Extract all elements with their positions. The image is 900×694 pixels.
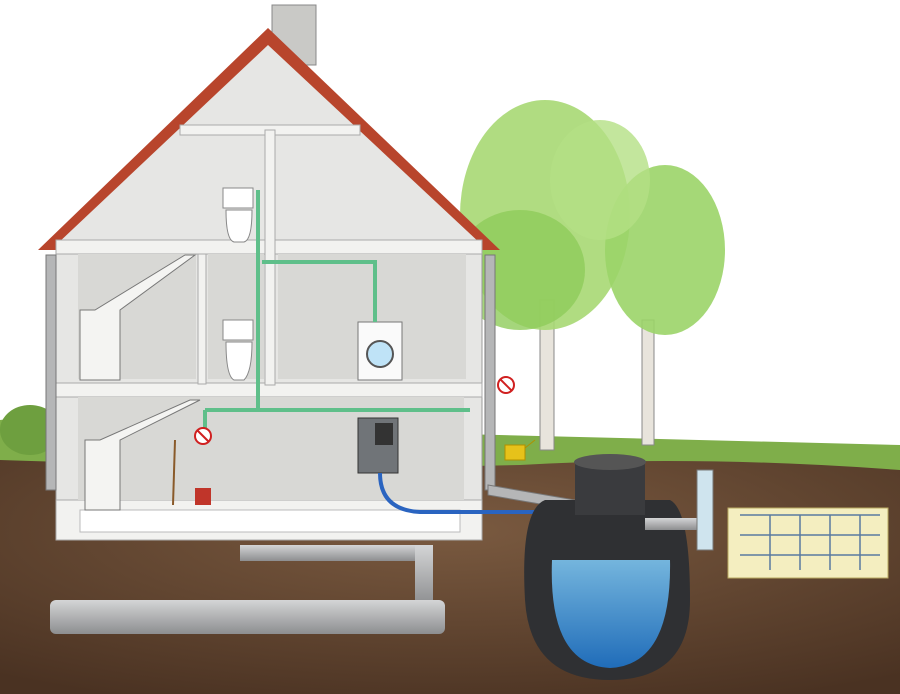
bucket [195,488,211,505]
washing-machine [357,321,403,381]
no-drinking-water-sign [194,376,515,445]
trees [455,100,725,451]
sewer-pipes [50,545,445,634]
watering-can [504,439,536,461]
infiltration-grid [740,514,880,570]
infiltration-crate [727,507,889,579]
toilet-lower [222,319,254,381]
staircase [79,254,201,511]
overflow-pipe [645,518,705,530]
inspection-shaft [696,469,714,551]
toilet-upper [222,187,254,243]
rainwater-tank [524,454,690,680]
pump-control-unit [357,417,399,474]
pressure-pipe [378,472,570,514]
broom [172,439,176,506]
bush [0,405,60,455]
